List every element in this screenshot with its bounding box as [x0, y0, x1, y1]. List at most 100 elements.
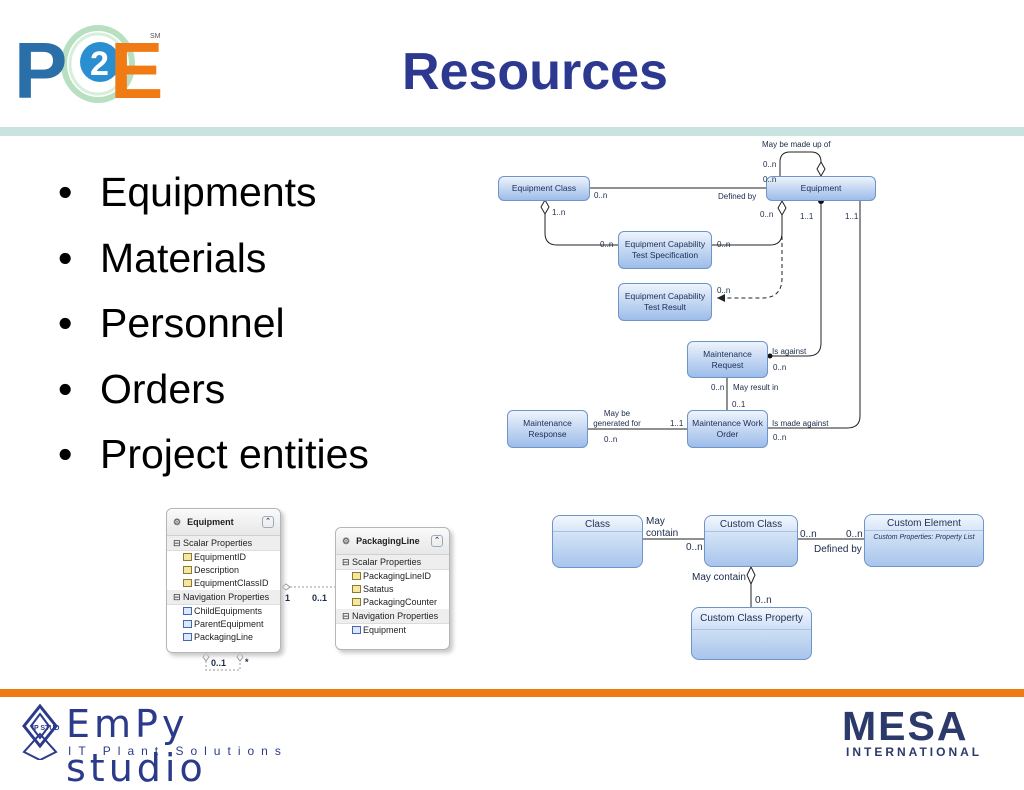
bullet-list: •Equipments •Materials •Personnel • Order… — [58, 165, 369, 493]
empy-icon-text: IP STUDIO — [32, 725, 60, 732]
navigation-properties-header[interactable]: ⊟ Navigation Properties — [167, 590, 280, 605]
packaging-line-entity: ⚙ PackagingLine ⌃ ⊟ Scalar Properties Pa… — [335, 527, 450, 650]
multiplicity-label: 0..n — [755, 595, 772, 606]
custom-class-box-title: Custom Class — [705, 516, 797, 532]
multiplicity-label: 0..n — [600, 240, 614, 249]
svg-text:E: E — [110, 26, 163, 112]
p2e-mark: SM — [150, 33, 161, 40]
scalar-properties-header[interactable]: ⊟ Scalar Properties — [336, 555, 449, 570]
navigation-properties-header[interactable]: ⊟ Navigation Properties — [336, 609, 449, 624]
mesa-name: MESA — [842, 703, 969, 749]
scalar-properties-header[interactable]: ⊟ Scalar Properties — [167, 536, 280, 551]
header-divider — [0, 127, 1024, 136]
entity-connectors — [202, 583, 335, 671]
custom-element-box: Custom Element Custom Properties: Proper… — [864, 514, 984, 567]
multiplicity-label: 0..n — [717, 286, 731, 295]
multiplicity-label: 0..n — [773, 363, 787, 372]
multiplicity-label: 0..n — [763, 160, 777, 169]
empy-tagline: IT Plant Solutions — [68, 744, 288, 758]
entity-icon: ⚙ — [342, 535, 351, 546]
property-icon — [183, 566, 192, 574]
custom-class-box: Custom Class — [704, 515, 798, 567]
equipment-entity-title: Equipment — [187, 517, 234, 527]
label-defined-by: Defined by — [718, 192, 757, 201]
equipment-class-box: Equipment Class — [498, 176, 590, 201]
property-row[interactable]: Satatus — [336, 583, 449, 596]
custom-class-connectors — [643, 538, 864, 607]
multiplicity-label: 0..n — [846, 529, 863, 540]
property-row[interactable]: PackagingLineID — [336, 570, 449, 583]
multiplicity-label: 0..n — [800, 529, 817, 540]
property-row[interactable]: PackagingCounter — [336, 596, 449, 609]
navigation-row[interactable]: ParentEquipment — [167, 618, 280, 631]
custom-class-property-box: Custom Class Property — [691, 607, 812, 660]
multiplicity-label: 0..n — [760, 210, 774, 219]
equipment-entity-header: ⚙ Equipment ⌃ — [167, 509, 280, 536]
multiplicity-label: 0..n — [717, 240, 731, 249]
custom-element-subtitle: Custom Properties: Property List — [873, 534, 975, 541]
multiplicity-label: 0..n — [604, 435, 618, 444]
section-toggle-icon: ⊟ — [173, 592, 184, 602]
maintenance-response-box: Maintenance Response — [507, 410, 588, 448]
label-may-result-in: May result in — [733, 383, 779, 392]
navigation-icon — [352, 626, 361, 634]
bullet-dot: • — [58, 169, 73, 215]
label-defined-by: Defined by — [814, 544, 862, 555]
multiplicity-label: 0..n — [594, 191, 608, 200]
property-icon — [352, 585, 361, 593]
multiplicity-label: 0..n — [773, 433, 787, 442]
collapse-icon[interactable]: ⌃ — [431, 535, 443, 547]
property-row[interactable]: EquipmentID — [167, 551, 280, 564]
navigation-row[interactable]: Equipment — [336, 624, 449, 637]
custom-class-diagram: Class Custom Class Custom Element Custom… — [550, 512, 990, 664]
equipment-box: Equipment — [766, 176, 876, 201]
bullet-text: Project entities — [100, 431, 369, 477]
footer-divider — [0, 689, 1024, 697]
bullet-item: •Materials — [58, 231, 369, 297]
multiplicity-label: 0..1 — [211, 658, 227, 668]
multiplicity-label: 0..1 — [732, 400, 746, 409]
property-icon — [183, 579, 192, 587]
mesa-subtitle: INTERNATIONAL — [846, 745, 983, 759]
section-toggle-icon: ⊟ — [342, 557, 353, 567]
property-row[interactable]: EquipmentClassID — [167, 577, 280, 590]
navigation-icon — [183, 620, 192, 628]
multiplicity-label: 1..1 — [670, 419, 684, 428]
custom-element-box-title: Custom Element — [865, 515, 983, 531]
key-icon — [352, 572, 361, 580]
section-toggle-icon: ⊟ — [342, 611, 353, 621]
bullet-item: • Orders — [58, 362, 369, 428]
bullet-item: •Project entities — [58, 427, 369, 493]
property-row[interactable]: Description — [167, 564, 280, 577]
navigation-icon — [183, 633, 192, 641]
custom-class-property-box-title: Custom Class Property — [692, 608, 811, 630]
label-may-be-made-up-of: May be made up of — [762, 140, 831, 149]
empy-studio-logo: IP STUDIO EmPy studio IT Plant Solutions — [20, 702, 320, 790]
collapse-icon[interactable]: ⌃ — [262, 516, 274, 528]
p2e-logo: P 2 E SM — [14, 12, 164, 115]
label-may-be-generated-for: May be generated for — [593, 409, 641, 428]
navigation-row[interactable]: ChildEquipments — [167, 605, 280, 618]
equipment-capability-test-spec-box: Equipment Capability Test Specification — [618, 231, 712, 269]
equipment-entity: ⚙ Equipment ⌃ ⊟ Scalar Properties Equipm… — [166, 508, 281, 653]
page-title: Resources — [402, 43, 668, 101]
maintenance-request-box: Maintenance Request — [687, 341, 768, 378]
equipment-model-diagram: Equipment Class Equipment Equipment Capa… — [490, 138, 890, 458]
bullet-item: •Equipments — [58, 165, 369, 231]
multiplicity-label: 1..n — [552, 208, 566, 217]
entity-icon: ⚙ — [173, 516, 182, 527]
key-icon — [183, 553, 192, 561]
bullet-dot: • — [58, 365, 73, 412]
bullet-text: Orders — [100, 365, 226, 412]
property-icon — [352, 598, 361, 606]
multiplicity-label: * — [245, 657, 249, 667]
navigation-icon — [183, 607, 192, 615]
navigation-row[interactable]: PackagingLine — [167, 631, 280, 644]
bullet-item: •Personnel — [58, 296, 369, 362]
label-is-made-against: Is made against — [772, 419, 829, 428]
empy-diamond-icon: IP STUDIO — [22, 704, 60, 760]
label-may-contain: May contain — [692, 572, 746, 583]
label-may-contain: May contain — [646, 516, 679, 539]
multiplicity-label: 0..n — [711, 383, 725, 392]
maintenance-work-order-box: Maintenance Work Order — [687, 410, 768, 448]
